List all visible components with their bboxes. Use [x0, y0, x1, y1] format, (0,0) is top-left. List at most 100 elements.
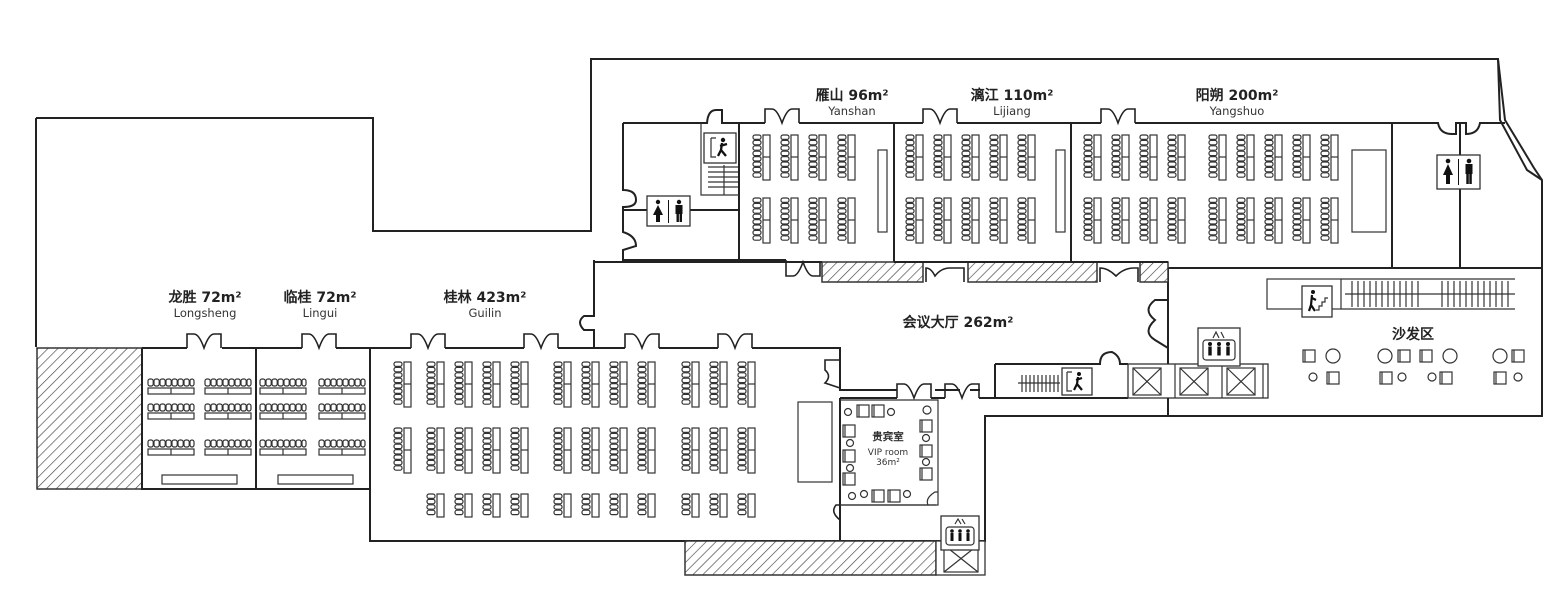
seat-block: [510, 493, 529, 518]
seat-block: [1292, 134, 1311, 181]
seat-block: [1083, 197, 1102, 244]
room-guilin[interactable]: [393, 361, 756, 518]
seat-block: [737, 493, 756, 518]
elevator-icon: [940, 515, 980, 551]
seat-block: [780, 134, 799, 181]
seat-block: [637, 361, 656, 408]
seat-block: [637, 427, 656, 474]
seat-block: [1167, 134, 1186, 181]
label-longsheng: 龙胜 72m² Longsheng: [167, 289, 241, 320]
hatched-area-hall-1: [821, 261, 924, 283]
yangshuo-name-cn: 阳朔: [1196, 87, 1224, 104]
lijiang-name-en: Lijiang: [993, 104, 1031, 118]
seat-block: [752, 134, 771, 181]
room-longsheng[interactable]: [147, 378, 252, 485]
vip-room-name-cn: 贵宾室: [872, 430, 904, 443]
seat-block: [581, 493, 600, 518]
seat-block: [837, 197, 856, 244]
svg-text:雁山 96m²: 雁山 96m²: [815, 88, 888, 104]
label-lingui: 临桂 72m² Lingui: [283, 289, 356, 320]
svg-text:会议大厅 262m²: 会议大厅 262m²: [903, 314, 1014, 331]
restroom-icon-left: [646, 195, 691, 227]
seat-block: [1292, 197, 1311, 244]
seat-block: [681, 361, 700, 408]
seat-block: [905, 197, 924, 244]
seat-block: [393, 361, 412, 408]
hatched-area-left: [36, 347, 143, 490]
seat-block: [1264, 197, 1283, 244]
emergency-exit-icon-middle: [1061, 367, 1093, 396]
elevator-bank: [1127, 363, 1269, 399]
room-yanshan[interactable]: [752, 134, 856, 244]
lijiang-name-cn: 漓江: [971, 87, 999, 104]
seat-block: [482, 493, 501, 518]
room-vip[interactable]: 贵宾室 VIP room 36m²: [839, 398, 939, 541]
seat-block: [609, 493, 628, 518]
seat-block: [1017, 134, 1036, 181]
guilin-name-cn: 桂林: [443, 289, 472, 306]
seat-block: [1320, 134, 1339, 181]
room-lingui[interactable]: [259, 378, 366, 485]
door-longsheng[interactable]: [186, 333, 222, 349]
seat-block: [426, 427, 445, 474]
lijiang-area: 110m²: [1003, 88, 1053, 104]
seat-block: [510, 427, 529, 474]
yangshuo-area: 200m²: [1228, 88, 1278, 104]
vip-room-name-en: VIP room: [868, 448, 908, 458]
room-yangshuo[interactable]: [1083, 134, 1339, 244]
seat-block: [1139, 134, 1158, 181]
svg-text:临桂 72m²: 临桂 72m²: [283, 289, 356, 306]
seat-block: [1167, 197, 1186, 244]
lingui-area: 72m²: [316, 290, 356, 306]
seat-block: [737, 361, 756, 408]
door-lingui[interactable]: [301, 333, 337, 349]
door-yangshuo[interactable]: [1100, 108, 1136, 124]
seat-block: [1083, 134, 1102, 181]
door-lijiang[interactable]: [922, 108, 958, 124]
svg-text:漓江 110m²: 漓江 110m²: [971, 87, 1054, 104]
seat-block: [510, 361, 529, 408]
seat-block: [426, 361, 445, 408]
seat-block: [581, 361, 600, 408]
yangshuo-name-en: Yangshuo: [1209, 104, 1265, 118]
emergency-exit-icon-top: [703, 132, 737, 164]
stage-yanshan: [877, 149, 888, 233]
seat-block: [1111, 197, 1130, 244]
door-guilin-4[interactable]: [717, 333, 753, 349]
seat-block: [933, 134, 952, 181]
seat-block: [780, 197, 799, 244]
guilin-name-en: Guilin: [468, 306, 501, 320]
door-guilin-1[interactable]: [410, 333, 446, 349]
guilin-area: 423m²: [476, 290, 526, 306]
seat-block: [989, 134, 1008, 181]
seat-block: [709, 493, 728, 518]
seat-block: [837, 134, 856, 181]
seat-block: [961, 197, 980, 244]
seat-block: [1320, 197, 1339, 244]
seat-block: [1264, 134, 1283, 181]
room-lijiang[interactable]: [905, 134, 1036, 244]
stage-lijiang: [1055, 149, 1066, 233]
lounge-furniture[interactable]: [1302, 348, 1525, 385]
hatched-area-hall-3: [1139, 261, 1169, 283]
seat-block: [1017, 197, 1036, 244]
door-guilin-2[interactable]: [523, 333, 559, 349]
longsheng-area: 72m²: [201, 290, 241, 306]
label-lijiang: 漓江 110m² Lijiang: [971, 87, 1054, 118]
seat-block: [482, 361, 501, 408]
door-vip-1[interactable]: [896, 383, 932, 399]
seat-block: [1208, 134, 1227, 181]
label-yangshuo: 阳朔 200m² Yangshuo: [1196, 87, 1279, 118]
seat-block: [1236, 197, 1255, 244]
door-yanshan[interactable]: [764, 108, 800, 124]
seat-block: [905, 134, 924, 181]
seat-block: [482, 427, 501, 474]
restroom-icon-right: [1436, 154, 1481, 190]
seat-block: [989, 197, 1008, 244]
door-guilin-3[interactable]: [624, 333, 660, 349]
seat-block: [709, 361, 728, 408]
seat-block: [553, 361, 572, 408]
label-hall: 会议大厅 262m²: [903, 314, 1014, 331]
seat-block: [609, 427, 628, 474]
